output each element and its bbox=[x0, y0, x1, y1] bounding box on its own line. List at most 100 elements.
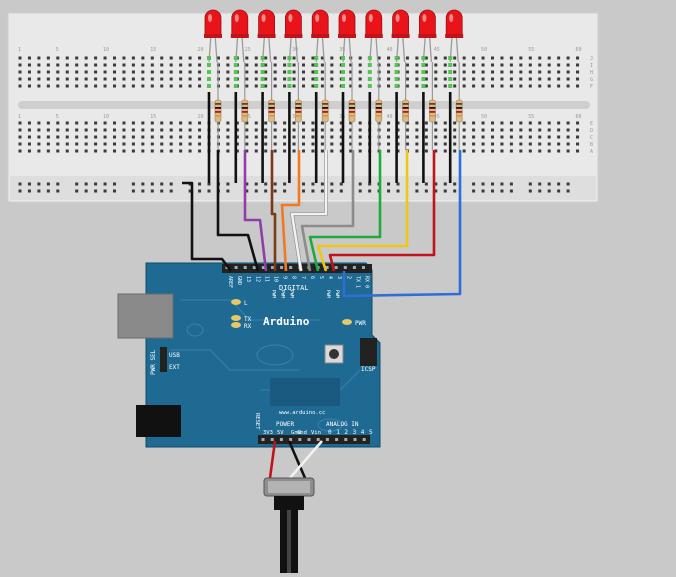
breadboard-hole bbox=[198, 84, 202, 88]
active-hole bbox=[287, 56, 292, 60]
led-dome bbox=[285, 9, 302, 37]
row-letter: G bbox=[590, 77, 593, 83]
rail-hole bbox=[169, 189, 173, 193]
rail-hole bbox=[254, 182, 258, 186]
header-pin bbox=[362, 266, 365, 269]
rail-hole bbox=[18, 182, 22, 186]
breadboard-hole bbox=[311, 135, 315, 139]
resistor-band bbox=[241, 111, 248, 113]
breadboard-hole bbox=[188, 70, 192, 74]
breadboard-hole bbox=[500, 149, 504, 153]
breadboard-hole bbox=[472, 121, 476, 125]
breadboard-hole bbox=[387, 63, 391, 67]
breadboard-hole bbox=[65, 63, 69, 67]
breadboard-hole bbox=[179, 63, 183, 67]
digital-pin-label: GND bbox=[236, 276, 242, 285]
breadboard-hole bbox=[472, 56, 476, 60]
resistor-band bbox=[268, 103, 275, 105]
led-dome bbox=[204, 9, 222, 37]
breadboard-hole bbox=[387, 121, 391, 125]
breadboard-hole bbox=[481, 149, 485, 153]
breadboard-hole bbox=[453, 84, 457, 88]
led-highlight bbox=[342, 14, 346, 22]
column-number: 35 bbox=[339, 47, 345, 53]
column-number: 5 bbox=[56, 114, 59, 120]
breadboard-hole bbox=[226, 121, 230, 125]
rail-hole bbox=[141, 189, 145, 193]
reset-button-cap[interactable] bbox=[329, 349, 339, 359]
breadboard-hole bbox=[453, 128, 457, 132]
active-hole bbox=[314, 56, 319, 60]
pwr-sel-jumper[interactable] bbox=[160, 347, 167, 372]
breadboard-hole bbox=[320, 70, 324, 74]
breadboard-center-channel bbox=[18, 101, 590, 109]
breadboard-hole bbox=[434, 77, 438, 81]
breadboard-hole bbox=[122, 135, 126, 139]
row-letter: F bbox=[590, 84, 593, 90]
breadboard-hole bbox=[481, 121, 485, 125]
breadboard-hole bbox=[320, 128, 324, 132]
breadboard-hole bbox=[18, 56, 22, 60]
rail-hole bbox=[566, 182, 570, 186]
breadboard-hole bbox=[264, 142, 268, 146]
row-letter: H bbox=[590, 70, 593, 76]
breadboard-hole bbox=[311, 84, 315, 88]
resistor-band bbox=[215, 111, 221, 113]
led-dome bbox=[365, 9, 383, 37]
column-number: 1 bbox=[18, 47, 21, 53]
rail-hole bbox=[18, 189, 22, 193]
led-dome bbox=[231, 9, 249, 37]
breadboard-hole bbox=[519, 149, 523, 153]
breadboard-hole bbox=[424, 149, 428, 153]
led-dome bbox=[419, 9, 436, 37]
breadboard-hole bbox=[491, 84, 494, 88]
breadboard-hole bbox=[27, 63, 31, 67]
breadboard-hole bbox=[547, 63, 551, 67]
resistor-band bbox=[402, 115, 409, 117]
breadboard-hole bbox=[302, 121, 305, 125]
breadboard-hole bbox=[405, 121, 409, 125]
column-number: 20 bbox=[198, 47, 204, 53]
rail-hole bbox=[150, 182, 154, 186]
column-number: 30 bbox=[292, 47, 298, 53]
row-letter: D bbox=[590, 128, 593, 134]
breadboard-hole bbox=[358, 63, 362, 67]
breadboard-hole bbox=[462, 121, 466, 125]
row-letter: E bbox=[590, 121, 593, 127]
breadboard-hole bbox=[528, 77, 532, 81]
breadboard-hole bbox=[491, 77, 494, 81]
resistor-band bbox=[241, 115, 248, 117]
potentiometer[interactable] bbox=[263, 477, 315, 573]
digital-pin-label: AREF bbox=[227, 276, 233, 288]
breadboard-hole bbox=[387, 77, 391, 81]
rail-hole bbox=[358, 182, 362, 186]
header-pin bbox=[289, 266, 293, 269]
active-hole bbox=[448, 63, 453, 67]
breadboard-hole bbox=[235, 121, 239, 125]
breadboard-hole bbox=[65, 84, 69, 88]
rail-hole bbox=[103, 182, 107, 186]
led-leg bbox=[214, 33, 218, 63]
rail-hole bbox=[245, 182, 249, 186]
breadboard-hole bbox=[56, 56, 60, 60]
breadboard-hole bbox=[320, 56, 324, 60]
breadboard-hole bbox=[179, 56, 183, 60]
active-hole bbox=[233, 63, 238, 67]
led-5 bbox=[311, 9, 330, 183]
breadboard-hole bbox=[198, 121, 202, 125]
header-pin bbox=[280, 266, 284, 269]
breadboard-hole bbox=[302, 70, 305, 74]
breadboard-hole bbox=[349, 121, 353, 125]
breadboard-hole bbox=[547, 77, 551, 81]
breadboard-hole bbox=[500, 77, 504, 81]
breadboard-hole bbox=[339, 142, 343, 146]
rail-hole bbox=[75, 182, 79, 186]
breadboard-hole bbox=[141, 56, 145, 60]
breadboard-hole bbox=[37, 70, 41, 74]
analog-pin-label: 3 bbox=[353, 429, 357, 436]
rail-hole bbox=[207, 189, 211, 193]
icsp-label: ICSP bbox=[361, 366, 376, 373]
breadboard-hole bbox=[18, 84, 22, 88]
active-hole bbox=[207, 84, 211, 88]
